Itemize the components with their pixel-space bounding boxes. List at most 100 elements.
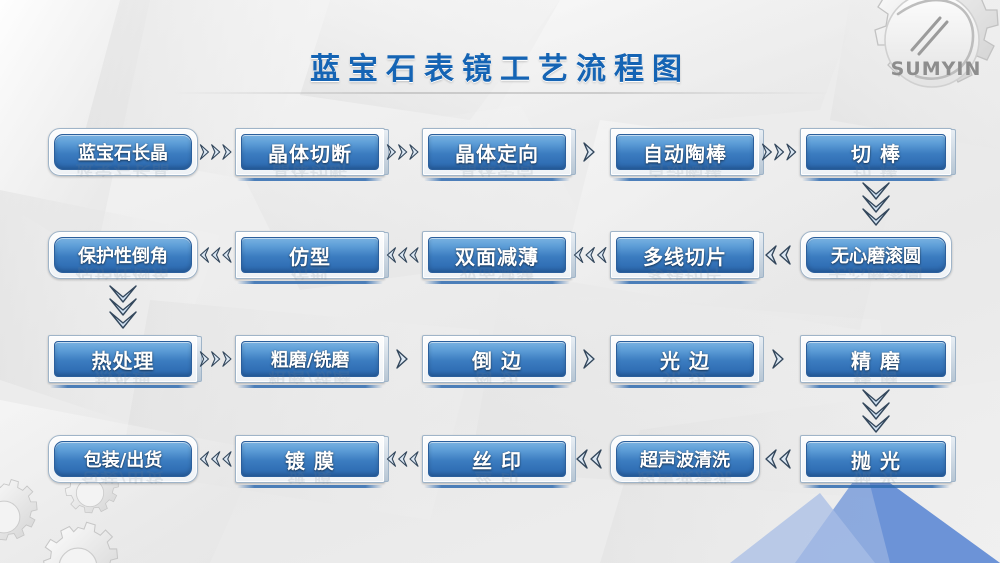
node-edge-highlight [951, 336, 956, 382]
node-frame: 倒 边 [422, 335, 572, 383]
node-frame: 晶体切断 [235, 128, 385, 176]
process-node[interactable]: 包装/出货包装/出货 [48, 435, 198, 484]
node-underline-shine [424, 385, 570, 388]
node-label: 倒 边 [472, 348, 522, 373]
process-node[interactable]: 精 磨精 磨 [800, 335, 956, 388]
node-frame: 仿型 [235, 231, 385, 279]
node-underline-shine [802, 485, 950, 488]
node-frame: 热处理 [48, 335, 198, 383]
node-label: 晶体定向 [455, 141, 539, 166]
node-frame: 包装/出货 [48, 435, 198, 483]
chevron-left-icon [198, 435, 235, 483]
chevron-right-icon [760, 128, 800, 176]
node-label: 丝 印 [472, 448, 522, 473]
chevron-left-icon [760, 231, 800, 279]
node-frame: 超声波清洗 [610, 435, 760, 483]
node-frame: 丝 印 [422, 435, 572, 483]
node-label: 光 边 [660, 348, 710, 373]
node-label: 粗磨/铣磨 [270, 350, 350, 371]
node-edge-highlight [571, 336, 576, 382]
chevron-right-icon [385, 128, 422, 176]
node-edge-highlight [197, 336, 202, 382]
node-label: 多线切片 [643, 244, 727, 269]
process-node[interactable]: 倒 边倒 边 [422, 335, 576, 388]
process-node[interactable]: 超声波清洗超声波清洗 [610, 435, 760, 484]
chevron-right-icon [572, 128, 610, 176]
node-underline-shine [612, 178, 758, 181]
process-node[interactable]: 热处理热处理 [48, 335, 202, 388]
node-edge-highlight [571, 129, 576, 175]
process-node[interactable]: 抛 光抛 光 [800, 435, 956, 488]
process-node[interactable]: 多线切片多线切片 [610, 231, 764, 284]
process-node[interactable]: 蓝宝石长晶蓝宝石长晶 [48, 128, 198, 177]
node-underline-shine [237, 281, 383, 284]
node-frame: 无心磨滚圆 [800, 231, 952, 279]
chevron-left-icon [572, 435, 610, 483]
process-node[interactable]: 晶体切断晶体切断 [235, 128, 389, 181]
node-frame: 保护性倒角 [48, 231, 198, 279]
node-frame: 粗磨/铣磨 [235, 335, 385, 383]
chevron-left-icon [198, 231, 235, 279]
node-edge-highlight [571, 436, 576, 482]
node-underline-shine [802, 385, 950, 388]
process-node[interactable]: 仿型仿型 [235, 231, 389, 284]
node-underline-shine [424, 281, 570, 284]
process-node[interactable]: 保护性倒角保护性倒角 [48, 231, 198, 280]
node-pill: 包装/出货 [54, 441, 192, 477]
flow-row-2: 保护性倒角保护性倒角仿型仿型双面减薄双面减薄多线切片多线切片无心磨滚圆无心磨滚圆 [0, 231, 1000, 291]
chevron-right-icon [760, 335, 800, 383]
process-node[interactable]: 光 边光 边 [610, 335, 764, 388]
node-pill: 光 边 [616, 341, 754, 377]
node-underline-shine [50, 385, 196, 388]
chevron-left-icon [572, 231, 610, 279]
node-underline-shine [237, 178, 383, 181]
node-pill: 镀 膜 [241, 441, 379, 477]
node-pill: 多线切片 [616, 237, 754, 273]
node-edge-highlight [759, 232, 764, 278]
chevron-down-triple-icon [859, 180, 893, 230]
process-node[interactable]: 晶体定向晶体定向 [422, 128, 576, 181]
node-underline-shine [424, 485, 570, 488]
process-node[interactable]: 双面减薄双面减薄 [422, 231, 576, 284]
node-underline-shine [237, 385, 383, 388]
chevron-right-icon [385, 335, 422, 383]
node-underline-shine [237, 485, 383, 488]
node-pill: 精 磨 [806, 341, 946, 377]
node-frame: 蓝宝石长晶 [48, 128, 198, 176]
process-node[interactable]: 自动陶棒自动陶棒 [610, 128, 764, 181]
node-label: 包装/出货 [83, 450, 163, 471]
node-pill: 粗磨/铣磨 [241, 341, 379, 377]
node-label: 晶体切断 [268, 141, 352, 166]
process-node[interactable]: 镀 膜镀 膜 [235, 435, 389, 488]
node-label: 镀 膜 [285, 448, 335, 473]
node-pill: 超声波清洗 [616, 441, 754, 477]
gear-logo-icon [874, 0, 999, 88]
node-edge-highlight [951, 129, 956, 175]
process-node[interactable]: 粗磨/铣磨粗磨/铣磨 [235, 335, 389, 388]
node-pill: 双面减薄 [428, 237, 566, 273]
node-pill: 倒 边 [428, 341, 566, 377]
flow-row-4: 包装/出货包装/出货镀 膜镀 膜丝 印丝 印超声波清洗超声波清洗抛 光抛 光 [0, 435, 1000, 495]
chevron-right-icon [198, 335, 235, 383]
node-pill: 晶体定向 [428, 134, 566, 170]
node-frame: 晶体定向 [422, 128, 572, 176]
chevron-left-icon [760, 435, 800, 483]
node-frame: 光 边 [610, 335, 760, 383]
node-edge-highlight [759, 129, 764, 175]
node-label: 无心磨滚圆 [831, 246, 921, 267]
process-node[interactable]: 切 棒切 棒 [800, 128, 956, 181]
node-frame: 精 磨 [800, 335, 952, 383]
page-title: 蓝宝石表镜工艺流程图 [310, 52, 690, 87]
node-pill: 丝 印 [428, 441, 566, 477]
node-underline-shine [612, 281, 758, 284]
node-pill: 蓝宝石长晶 [54, 134, 192, 170]
process-node[interactable]: 无心磨滚圆无心磨滚圆 [800, 231, 952, 280]
node-pill: 切 棒 [806, 134, 946, 170]
node-pill: 保护性倒角 [54, 237, 192, 273]
node-label: 自动陶棒 [643, 141, 727, 166]
node-pill: 晶体切断 [241, 134, 379, 170]
chevron-left-icon [385, 231, 422, 279]
title-divider [170, 92, 830, 94]
process-node[interactable]: 丝 印丝 印 [422, 435, 576, 488]
node-label: 仿型 [289, 244, 331, 269]
